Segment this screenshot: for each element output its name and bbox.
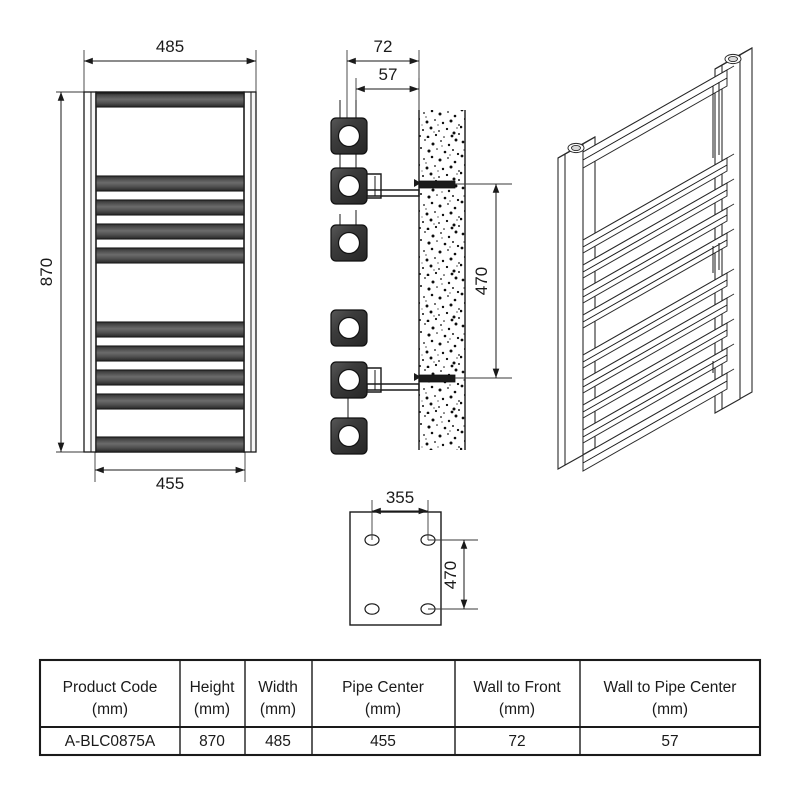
- iso-rung: [582, 293, 735, 394]
- iso-rung: [582, 203, 735, 304]
- header-unit: (mm): [499, 701, 535, 718]
- bar-profile: [330, 309, 368, 347]
- front-bar: [95, 175, 245, 192]
- bar-profile: [330, 167, 368, 205]
- header-unit: (mm): [92, 701, 128, 718]
- front-bar: [95, 369, 245, 386]
- iso-rung: [582, 65, 735, 169]
- front-bar: [95, 92, 245, 108]
- cell-height: 870: [199, 733, 225, 750]
- iso-rung: [582, 178, 735, 279]
- header-unit: (mm): [194, 701, 230, 718]
- iso-rung: [582, 343, 735, 444]
- spec-table-row: A-BLC0875A 870 485 455 72 57: [65, 733, 679, 750]
- header-title: Pipe Center: [342, 679, 424, 696]
- dimension-label-485: 485: [156, 37, 184, 56]
- dimension-wall-to-pipe-57: 57: [355, 65, 420, 93]
- cell-pipe-center: 455: [370, 733, 396, 750]
- side-view: 72 57: [330, 37, 512, 455]
- cell-wall-to-front: 72: [508, 733, 525, 750]
- spec-table-column-dividers: [179, 660, 581, 755]
- front-bar: [95, 247, 245, 264]
- iso-rungs: [582, 65, 735, 472]
- bar-profile: [330, 117, 368, 155]
- dimension-label-455: 455: [156, 474, 184, 493]
- dimension-label-355: 355: [386, 488, 414, 507]
- dimension-label-470-side: 470: [472, 267, 491, 295]
- dimension-label-470-plan: 470: [441, 561, 460, 589]
- bar-profile: [330, 417, 368, 455]
- iso-rung: [582, 318, 735, 419]
- spec-table-border: [38, 658, 762, 757]
- dimension-plate-355: 355: [371, 488, 429, 515]
- front-bar: [95, 393, 245, 410]
- header-unit: (mm): [652, 701, 688, 718]
- side-bar-profiles: [330, 117, 368, 455]
- front-bar: [95, 199, 245, 216]
- bar-profile: [330, 224, 368, 262]
- header-title: Width: [258, 679, 298, 696]
- wall-section: [418, 110, 466, 450]
- spec-table: Product Code (mm) Height (mm) Width (mm)…: [38, 658, 762, 757]
- plan-view: 355 470: [349, 488, 478, 626]
- cell-product-code: A-BLC0875A: [65, 733, 156, 750]
- header-title: Product Code: [63, 679, 158, 696]
- plan-hole: [364, 603, 380, 615]
- plan-holes: [364, 534, 436, 615]
- dimension-label-57: 57: [379, 65, 398, 84]
- header-title: Wall to Pipe Center: [604, 679, 737, 696]
- bar-profile: [330, 361, 368, 399]
- iso-rung: [582, 268, 735, 369]
- front-view: 485 870 455: [37, 37, 257, 493]
- front-bar: [95, 345, 245, 362]
- front-horizontal-bars: [95, 92, 245, 453]
- dimension-label-870: 870: [37, 258, 56, 286]
- iso-rung: [582, 153, 735, 254]
- spec-table-header-row: Product Code (mm) Height (mm) Width (mm)…: [63, 679, 737, 718]
- iso-rung: [582, 228, 735, 329]
- iso-rung: [582, 368, 735, 472]
- wall-bracket-upper: [366, 173, 456, 199]
- front-bar: [95, 223, 245, 240]
- header-title: Wall to Front: [473, 679, 561, 696]
- iso-post-left: [557, 136, 596, 470]
- iso-view: [557, 47, 753, 472]
- dimension-label-72: 72: [374, 37, 393, 56]
- cell-wall-to-pipe-center: 57: [661, 733, 678, 750]
- iso-inner-edges: [712, 82, 720, 373]
- plan-extension-lines: [371, 500, 478, 610]
- front-bar: [95, 436, 245, 453]
- front-bar: [95, 321, 245, 338]
- dimension-pipecenter-455: 455: [94, 466, 246, 493]
- cell-width: 485: [265, 733, 291, 750]
- header-unit: (mm): [260, 701, 296, 718]
- dimension-wall-to-front-72: 72: [346, 37, 420, 65]
- dimension-bracket-centers-470: 470: [455, 183, 512, 379]
- wall-bracket-lower: [366, 367, 456, 393]
- header-title: Height: [190, 679, 235, 696]
- header-unit: (mm): [365, 701, 401, 718]
- dimension-height-870: 870: [37, 91, 65, 453]
- dimension-plate-470: 470: [441, 539, 468, 610]
- dimension-width-485: 485: [83, 37, 257, 65]
